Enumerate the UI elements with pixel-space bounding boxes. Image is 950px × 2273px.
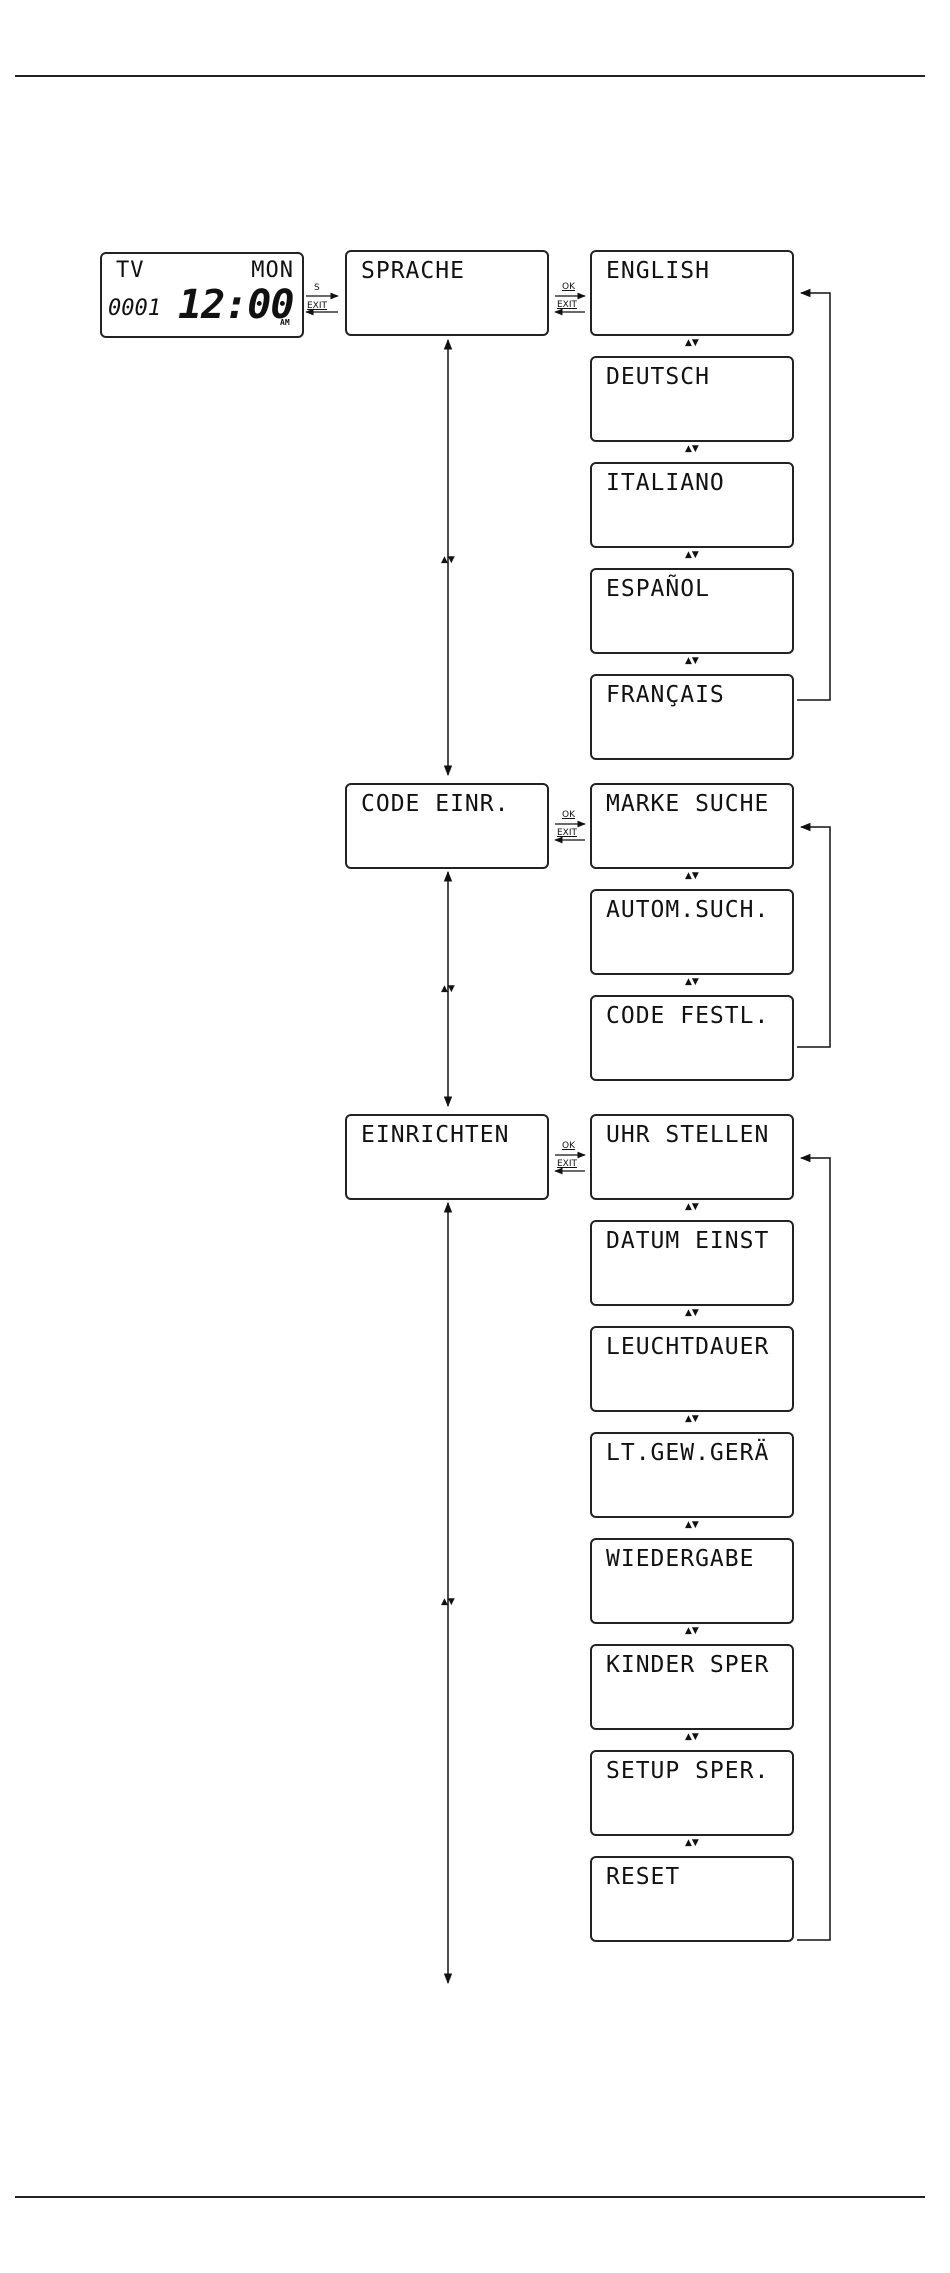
submenu-item: ENGLISH: [590, 250, 794, 336]
updown-indicator: ▲▼: [685, 1521, 699, 1530]
sprache-loop-arrow: [797, 293, 830, 700]
item-label: CODE FESTL.: [606, 1003, 769, 1029]
ok-key-label: OK: [562, 1141, 575, 1151]
item-label: MARKE SUCHE: [606, 791, 769, 817]
submenu-item: SETUP SPER.: [590, 1750, 794, 1836]
item-label: DATUM EINST: [606, 1228, 769, 1254]
submenu-item: KINDER SPER: [590, 1644, 794, 1730]
item-label: ITALIANO: [606, 470, 725, 496]
item-label: LEUCHTDAUER: [606, 1334, 769, 1360]
display-code: 0001: [108, 296, 161, 321]
remote-display: TV MON 0001 12:00 AM: [100, 252, 304, 338]
item-label: FRANÇAIS: [606, 682, 725, 708]
item-label: LT.GEW.GERÄ: [606, 1440, 769, 1466]
item-label: ENGLISH: [606, 258, 710, 284]
submenu-item: ITALIANO: [590, 462, 794, 548]
submenu-item: RESET: [590, 1856, 794, 1942]
menu-label: SPRACHE: [361, 258, 465, 284]
menu-code-einr: CODE EINR.: [345, 783, 549, 869]
updown-indicator: ▲▼: [685, 1627, 699, 1636]
ok-key-label: OK: [562, 282, 575, 292]
updown-indicator: ▲▼: [685, 1203, 699, 1212]
updown-indicator: ▲▼: [685, 1733, 699, 1742]
submenu-item: WIEDERGABE: [590, 1538, 794, 1624]
display-ampm: AM: [280, 318, 290, 327]
updown-indicator: ▲▼: [685, 1309, 699, 1318]
item-label: RESET: [606, 1864, 680, 1890]
exit-key-label: EXIT: [557, 300, 577, 310]
updown-indicator: ▲▼: [441, 1598, 455, 1607]
item-label: SETUP SPER.: [606, 1758, 769, 1784]
updown-indicator: ▲▼: [685, 657, 699, 666]
code-loop-arrow: [797, 827, 830, 1047]
einrichten-loop-arrow: [797, 1158, 830, 1940]
display-day: MON: [251, 258, 294, 283]
submenu-item: LEUCHTDAUER: [590, 1326, 794, 1412]
updown-indicator: ▲▼: [685, 551, 699, 560]
item-label: UHR STELLEN: [606, 1122, 769, 1148]
updown-indicator: ▲▼: [441, 985, 455, 994]
menu-label: EINRICHTEN: [361, 1122, 509, 1148]
submenu-item: CODE FESTL.: [590, 995, 794, 1081]
updown-indicator: ▲▼: [685, 978, 699, 987]
updown-indicator: ▲▼: [685, 1415, 699, 1424]
item-label: KINDER SPER: [606, 1652, 769, 1678]
exit-key-label: EXIT: [307, 301, 327, 311]
item-label: DEUTSCH: [606, 364, 710, 390]
menu-sprache: SPRACHE: [345, 250, 549, 336]
menu-einrichten: EINRICHTEN: [345, 1114, 549, 1200]
submenu-item: MARKE SUCHE: [590, 783, 794, 869]
item-label: AUTOM.SUCH.: [606, 897, 769, 923]
exit-key-label: EXIT: [557, 1159, 577, 1169]
submenu-item: AUTOM.SUCH.: [590, 889, 794, 975]
item-label: ESPAÑOL: [606, 576, 710, 602]
submenu-item: DATUM EINST: [590, 1220, 794, 1306]
updown-indicator: ▲▼: [685, 1839, 699, 1848]
menu-label: CODE EINR.: [361, 791, 509, 817]
submenu-item: UHR STELLEN: [590, 1114, 794, 1200]
s-key-label: S: [314, 283, 320, 293]
submenu-item: LT.GEW.GERÄ: [590, 1432, 794, 1518]
updown-indicator: ▲▼: [441, 556, 455, 565]
submenu-item: FRANÇAIS: [590, 674, 794, 760]
display-device: TV: [116, 258, 145, 283]
item-label: WIEDERGABE: [606, 1546, 754, 1572]
updown-indicator: ▲▼: [685, 339, 699, 348]
ok-key-label: OK: [562, 810, 575, 820]
submenu-item: DEUTSCH: [590, 356, 794, 442]
updown-indicator: ▲▼: [685, 445, 699, 454]
exit-key-label: EXIT: [557, 828, 577, 838]
updown-indicator: ▲▼: [685, 872, 699, 881]
submenu-item: ESPAÑOL: [590, 568, 794, 654]
display-time: 12:00: [178, 282, 293, 328]
